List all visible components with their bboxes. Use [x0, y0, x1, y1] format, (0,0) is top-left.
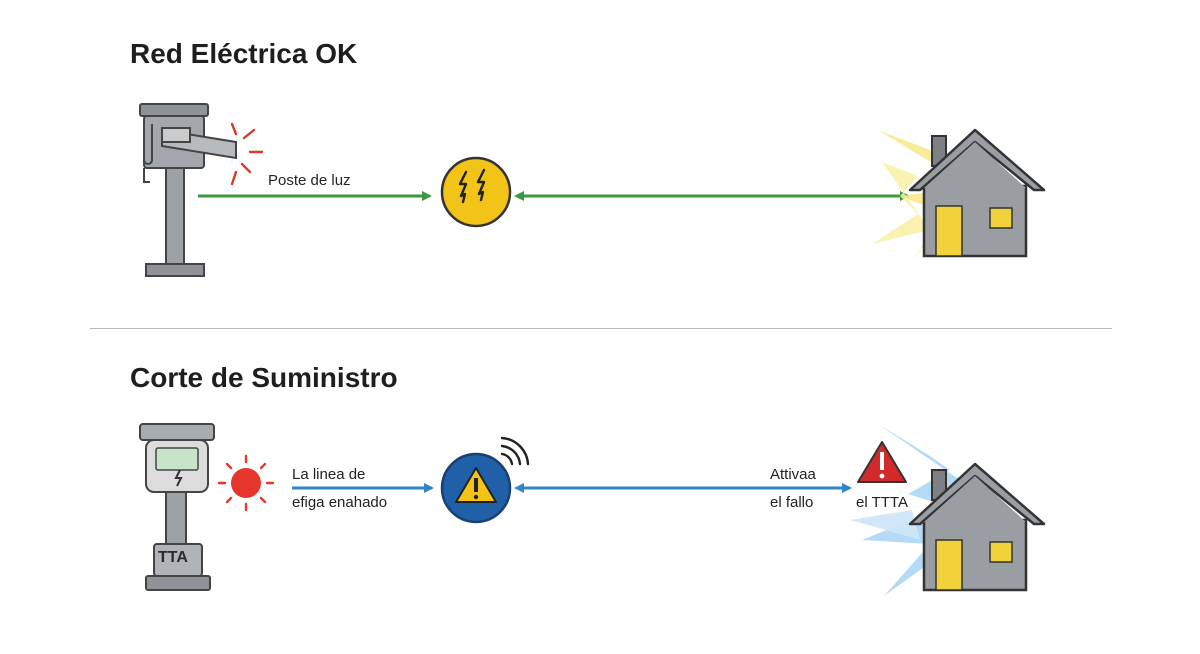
- house-lit-icon: [872, 128, 1046, 262]
- section-divider: [90, 328, 1112, 329]
- tta-meter-icon: [139, 423, 215, 591]
- pole-label: Poste de luz: [268, 172, 351, 189]
- right-label-line2: el fallo: [770, 494, 814, 511]
- line-label-line1: La linea de: [292, 466, 366, 483]
- spark-icon: [230, 122, 264, 186]
- house-outage-icon: [850, 424, 1046, 596]
- section-title-outage: Corte de Suministro: [130, 362, 398, 393]
- meter-label: TTA: [158, 549, 188, 566]
- alarm-sun-icon: [217, 454, 275, 512]
- line-label-line2: efiga enahado: [292, 494, 388, 511]
- warning-node-icon: [440, 452, 512, 524]
- signal-waves-icon: [500, 436, 530, 466]
- right-label-line3: el TTTA: [856, 494, 908, 511]
- section-title-ok: Red Eléctrica OK: [130, 38, 358, 69]
- lightning-node-icon: [440, 156, 512, 228]
- right-label-line1: Attivaa: [770, 466, 816, 483]
- alert-triangle-icon: [857, 441, 907, 483]
- utility-pole-icon: [139, 103, 237, 277]
